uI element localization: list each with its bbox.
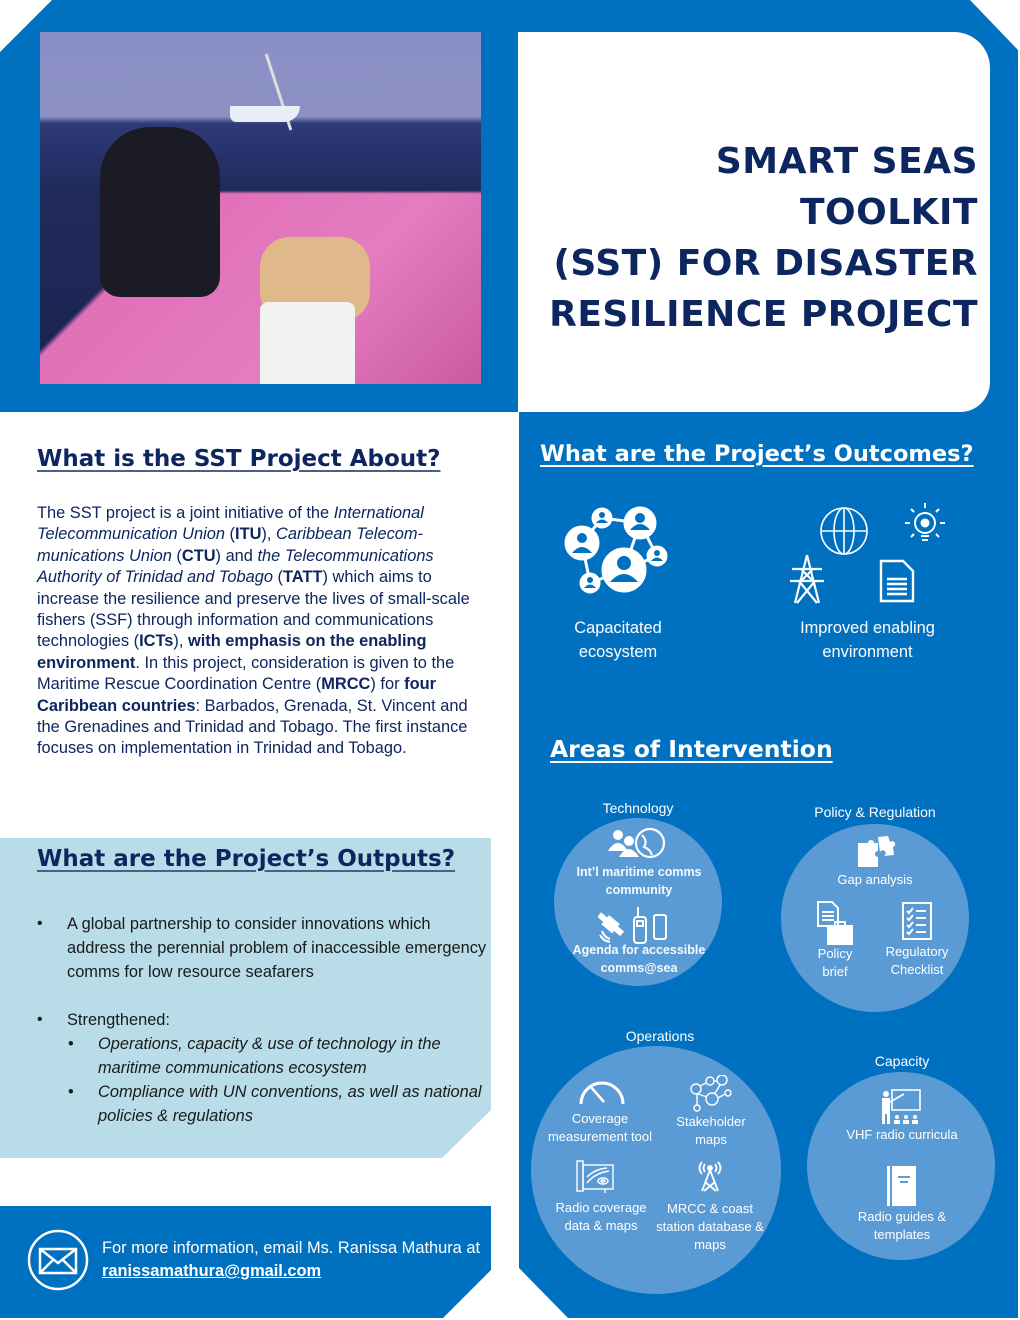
list-item: Strengthened: [37,1008,487,1032]
about-text: ), [173,632,188,651]
satellite-radio-phone-icon [598,905,678,945]
area-item: Stakeholder maps [676,1114,746,1147]
area-item: Regulatory Checklist [885,944,949,977]
about-heading: What is the SST Project About? [37,446,441,472]
people-network-icon [560,498,672,598]
area-item: Gap analysis [837,872,913,887]
map-icon [575,1159,615,1195]
itu-abbr: ITU [235,525,262,544]
area-item: Int’l maritime comms community [576,865,702,897]
document-icon [879,559,915,603]
power-tower-icon [787,553,827,605]
outputs-heading: What are the Project’s Outputs? [37,846,456,872]
about-text: ) for [370,675,405,694]
itu-name: International Telecommunication Union [37,504,424,544]
title-box: SMART SEAS TOOLKIT (SST) FOR DISASTER RE… [518,32,990,412]
countries-bold: four Caribbean countries [37,675,436,715]
tatt-name: the Telecommunications Authority of Trin… [37,546,434,587]
about-text: . In this project, consideration is give… [37,653,455,694]
teacher-icon [880,1088,924,1126]
ctu-name: Caribbean Telecom-munications Union [37,525,423,565]
area-item: VHF radio curricula [846,1127,958,1142]
sub-list: Operations, capacity & use of technology… [37,1032,487,1128]
outcome-label: Improved enabling environment [800,619,935,661]
area-item: Agenda for accessible comms@sea [572,943,706,975]
mrcc-abbr: MRCC [321,675,371,694]
about-text: which aims to increase the resilience an… [37,568,470,651]
photo-distant-boat [230,106,300,122]
area-label-operations: Operations [625,1028,695,1044]
about-paragraph: The SST project is a joint initiative of… [37,504,470,758]
sub-list-item: Operations, capacity & use of technology… [37,1032,487,1080]
envelope-icon [27,1229,89,1291]
header-photo [40,32,481,384]
list-item: A global partnership to consider innovat… [37,912,487,984]
area-item: Policy brief [817,946,853,979]
lightbulb-gear-icon [900,500,950,550]
tatt-abbr: TATT [283,568,323,587]
photo-fisherman [100,127,220,297]
page-title: SMART SEAS TOOLKIT (SST) FOR DISASTER RE… [549,141,978,335]
globe-icon [819,506,869,556]
stakeholder-network-icon [688,1075,734,1113]
emphasis-text: with emphasis on the enabling environmen… [37,632,427,672]
contact-panel [0,1206,491,1318]
area-label-technology: Technology [602,800,674,816]
area-item: Coverage measurement tool [547,1111,653,1144]
area-label-capacity: Capacity [874,1053,930,1069]
checklist-icon [901,901,933,941]
people-globe-icon [608,827,668,863]
area-item: Radio guides & templates [857,1209,947,1242]
area-item: MRCC & coast station database & maps [656,1201,764,1252]
about-text: The SST project is a joint initiative of… [37,504,334,522]
antenna-tower-icon [697,1161,723,1193]
area-circle-operations [531,1046,781,1294]
contact-label: For more information, email Ms. Ranissa … [102,1239,481,1257]
outcome-label: Capacitated ecosystem [574,619,662,661]
about-text: and [221,546,258,565]
outputs-list: A global partnership to consider innovat… [37,912,487,1128]
sub-list-item: Compliance with UN conventions, as well … [37,1080,487,1128]
about-text: : Barbados, Grenada, St. Vincent and the… [37,696,468,758]
puzzle-icon [856,835,896,871]
area-circle-technology [554,818,722,986]
book-icon [887,1166,917,1206]
outcomes-heading: What are the Project’s Outcomes? [540,441,974,467]
document-briefcase-icon [816,900,856,946]
photo-bucket [260,302,355,384]
email-link[interactable]: ranissamathura@gmail.com [102,1262,322,1280]
area-label-policy: Policy & Regulation [814,804,936,820]
icts-abbr: ICTs [139,632,174,651]
area-item: Radio coverage data & maps [555,1200,647,1233]
areas-heading: Areas of Intervention [550,735,833,763]
contact-text: For more information, email Ms. Ranissa … [102,1237,482,1283]
ctu-abbr: CTU [181,546,216,565]
gauge-icon [578,1078,626,1106]
